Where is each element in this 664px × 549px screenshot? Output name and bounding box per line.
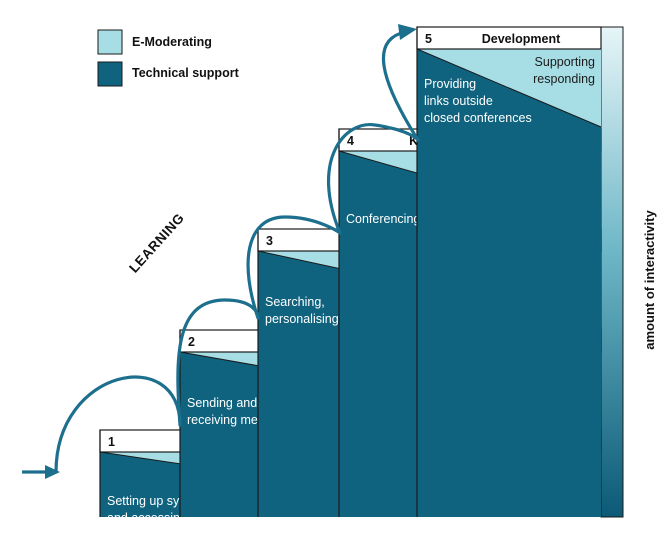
legend-label-technical-support: Technical support bbox=[132, 66, 240, 80]
stage-2-number: 2 bbox=[188, 335, 195, 349]
entry-arrowhead bbox=[45, 465, 60, 479]
stage-3-number: 3 bbox=[266, 234, 273, 248]
legend: E-Moderating Technical support bbox=[97, 29, 240, 87]
stage-5-emoderating-text: Supporting bbox=[535, 55, 596, 69]
interactivity-bar bbox=[600, 26, 624, 518]
emoderating-swatch bbox=[97, 29, 123, 55]
stage-5-technical-area bbox=[417, 49, 601, 517]
stage-3-technical-text: Searching, bbox=[265, 295, 325, 309]
learning-arc bbox=[54, 30, 420, 474]
legend-label-emoderating: E-Moderating bbox=[132, 35, 212, 49]
stage-5-technical-text: links outside bbox=[424, 94, 493, 108]
stage-5-title: Development bbox=[482, 32, 561, 46]
stages: 1Access and motivationWelcoming andencou… bbox=[99, 26, 602, 525]
legend-item-emoderating: E-Moderating bbox=[97, 29, 212, 55]
stage-5-number: 5 bbox=[425, 32, 432, 46]
stage-1-number: 1 bbox=[108, 435, 115, 449]
technical-swatch bbox=[97, 61, 123, 87]
stage-5-emoderating-text: responding bbox=[533, 72, 595, 86]
stage-4-technical-text: Conferencing bbox=[346, 212, 420, 226]
stage-4-number: 4 bbox=[347, 134, 354, 148]
learning-label: LEARNING bbox=[126, 210, 187, 275]
learning-arrowhead-top bbox=[398, 24, 417, 40]
stage-1-technical-text: and accessing bbox=[107, 511, 187, 525]
legend-item-technical-support: Technical support bbox=[97, 61, 240, 87]
stage-5-divider bbox=[416, 48, 602, 128]
stage-5-technical-text: Providing bbox=[424, 77, 476, 91]
stage-5-technical-text: closed conferences bbox=[424, 111, 532, 125]
interactivity-axis-label: amount of interactivity bbox=[642, 210, 657, 350]
stage-2-technical-text: Sending and bbox=[187, 396, 257, 410]
